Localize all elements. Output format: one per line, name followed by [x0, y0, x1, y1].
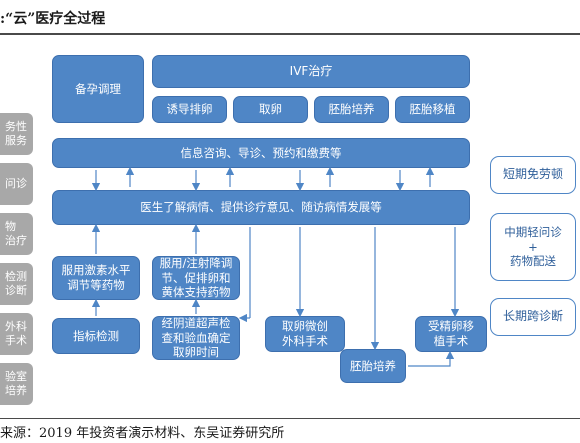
- left-label-surgery: 外科 手术: [0, 313, 33, 355]
- bottom-divider: [0, 418, 580, 419]
- ivf-step-retrieval: 取卵: [233, 96, 308, 123]
- source-note: 来源：2019 年投资者演示材料、东吴证券研究所: [0, 426, 285, 441]
- top-divider: [0, 33, 580, 35]
- ivf-step-culture: 胚胎培养: [314, 96, 389, 123]
- procedure-embryo-culture: 胚胎培养: [340, 349, 406, 383]
- ivf-header: IVF治疗: [152, 55, 470, 88]
- left-label-consult: 问诊: [0, 163, 33, 205]
- prep-box: 备孕调理: [52, 55, 144, 123]
- outcome-long-term: 长期跨诊断: [490, 298, 576, 336]
- procedure-indicator-test: 指标检测: [52, 318, 140, 354]
- procedure-ultrasound: 经阴道超声检 查和验血确定 取卵时间: [152, 316, 240, 360]
- outcome-short-term: 短期免劳顿: [490, 156, 576, 194]
- left-label-service: 务性 服务: [0, 113, 33, 155]
- ivf-step-ovulation: 诱导排卵: [152, 96, 227, 123]
- left-label-medicine: 物 治疗: [0, 213, 33, 255]
- doctor-bar: 医生了解病情、提供诊疗意见、随访病情发展等: [52, 190, 470, 225]
- left-label-lab: 验室 培养: [0, 363, 33, 405]
- page-title: :“云”医疗全过程: [0, 11, 106, 27]
- procedure-transfer: 受精卵移 植手术: [415, 316, 487, 352]
- left-label-testing: 检测 诊断: [0, 263, 33, 305]
- ivf-step-transfer: 胚胎移植: [395, 96, 470, 123]
- outcome-mid-term: 中期轻问诊 + 药物配送: [490, 213, 576, 281]
- medication-injection: 服用/注射降调 节、促排卵和 黄体支持药物: [152, 256, 240, 300]
- procedure-egg-retrieval: 取卵微创 外科手术: [265, 316, 345, 352]
- consult-bar: 信息咨询、导诊、预约和缴费等: [52, 138, 470, 168]
